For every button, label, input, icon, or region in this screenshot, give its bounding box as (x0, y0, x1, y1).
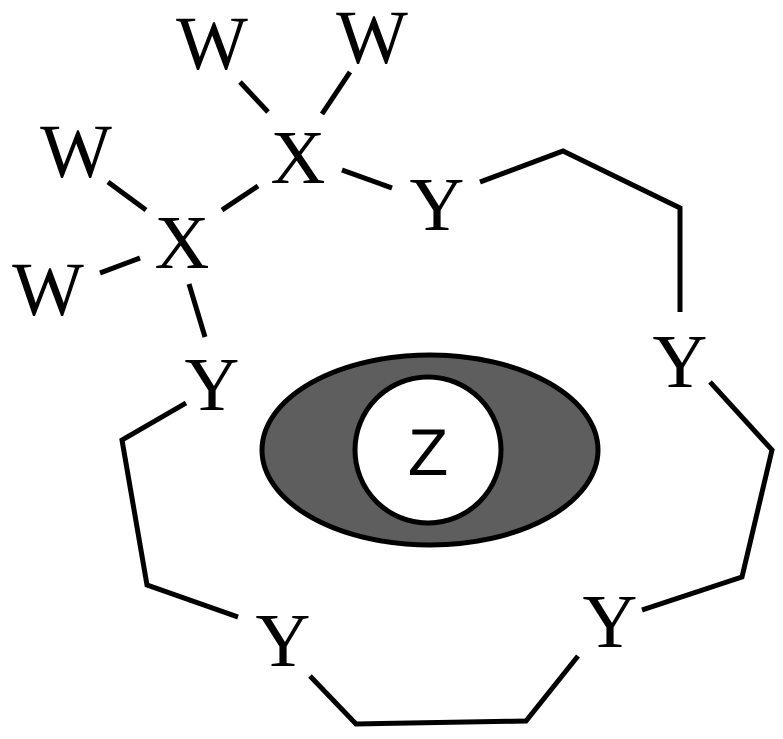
bond-w4-xleft (99, 255, 141, 276)
label-w1: W (176, 2, 248, 86)
label-z: Z (408, 415, 448, 489)
bond-w2-xtop (319, 70, 353, 116)
label-y-left: Y (185, 343, 240, 427)
substituent-bonds (99, 70, 353, 276)
cation-circle (352, 374, 504, 526)
bond-xtop-xleft (220, 183, 260, 213)
bond-w1-xtop (238, 80, 270, 114)
bond-ybottomright-ybottomleft (308, 654, 580, 727)
label-x-top: X (271, 116, 326, 200)
bond-w3-xleft (106, 179, 148, 213)
label-y-bottom-left: Y (256, 599, 311, 683)
label-y-top: Y (410, 163, 465, 247)
bond-yright-ybottomright (641, 380, 775, 613)
label-x-left: X (155, 201, 210, 285)
bond-yleft-xleft (186, 283, 208, 338)
bond-ybottomleft-yleft (119, 400, 239, 620)
bond-ytop-yright (479, 148, 683, 312)
atom-labels: W W W W X X Y Y Y Y Y (12, 0, 707, 683)
ring-bonds (119, 148, 775, 727)
label-w4: W (12, 248, 84, 332)
label-w2: W (336, 0, 408, 80)
label-y-bottom-right: Y (583, 580, 638, 664)
label-w3: W (40, 110, 112, 194)
central-cation: Z (259, 352, 601, 548)
label-y-right: Y (653, 320, 708, 404)
bond-xtop-ytop (341, 167, 393, 191)
